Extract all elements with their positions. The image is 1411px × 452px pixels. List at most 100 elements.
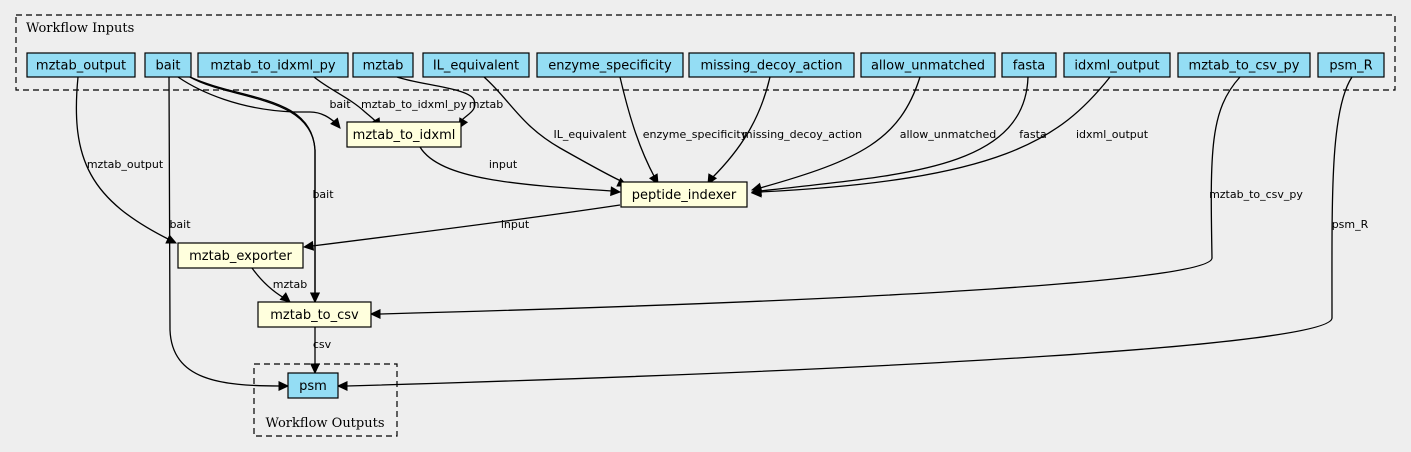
edge-mztab-to-mztab_to_idxml: mztab bbox=[396, 76, 504, 130]
node-box bbox=[422, 52, 530, 78]
workflow-inputs-cluster: Workflow Inputs bbox=[15, 14, 1396, 91]
edge-line bbox=[619, 76, 656, 179]
edge-label: enzyme_specificity bbox=[643, 128, 748, 141]
edge-label: mztab bbox=[273, 278, 308, 291]
node-box bbox=[352, 52, 414, 78]
node-label: mztab_to_idxml_py bbox=[210, 59, 335, 74]
node-label: mztab_to_idxml bbox=[353, 128, 456, 143]
node-box bbox=[287, 372, 339, 399]
input-node-mztab_output[interactable]: mztab_output bbox=[26, 52, 136, 78]
node-box bbox=[346, 121, 462, 148]
input-node-bait[interactable]: bait bbox=[144, 52, 192, 78]
node-label: missing_decoy_action bbox=[701, 59, 843, 74]
edge-line bbox=[483, 76, 624, 183]
arrowhead-icon bbox=[610, 186, 622, 197]
edge-line bbox=[189, 76, 316, 294]
arrowhead-icon bbox=[310, 363, 320, 375]
edge-line bbox=[177, 76, 338, 125]
input-node-psm_R[interactable]: psm_R bbox=[1317, 52, 1385, 78]
node-label: bait bbox=[156, 59, 181, 74]
edge-bait-to-psm: bait bbox=[168, 76, 290, 391]
node-box bbox=[620, 181, 748, 208]
edge-label: mztab_to_csv_py bbox=[1209, 188, 1303, 201]
node-box bbox=[144, 52, 192, 78]
node-box bbox=[688, 52, 855, 78]
edge-label: csv bbox=[313, 338, 332, 351]
node-label: psm bbox=[299, 379, 327, 394]
step-node-peptide_indexer[interactable]: peptide_indexer bbox=[620, 181, 748, 208]
edge-line bbox=[311, 204, 621, 247]
edge-mztab_to_csv-to-psm: csv bbox=[310, 327, 332, 375]
edge-line bbox=[711, 76, 771, 179]
edge-line bbox=[419, 146, 613, 192]
workflow-inputs-label: Workflow Inputs bbox=[26, 21, 134, 36]
node-box bbox=[1063, 52, 1171, 78]
edge-peptide_indexer-to-mztab_exporter: input bbox=[302, 204, 621, 251]
output-node-psm[interactable]: psm bbox=[287, 372, 339, 399]
step-node-mztab_to_idxml[interactable]: mztab_to_idxml bbox=[346, 121, 462, 148]
node-box bbox=[860, 52, 996, 78]
edge-mztab_to_csv_py-to-mztab_to_csv: mztab_to_csv_py bbox=[369, 76, 1303, 319]
node-box bbox=[26, 52, 136, 78]
edge-allow_unmatched-to-peptide_indexer: allow_unmatched bbox=[750, 76, 997, 193]
input-node-mztab_to_csv_py[interactable]: mztab_to_csv_py bbox=[1177, 52, 1311, 78]
input-node-missing_decoy_action[interactable]: missing_decoy_action bbox=[688, 52, 855, 78]
edge-line bbox=[346, 76, 1353, 387]
edge-label: psm_R bbox=[1332, 218, 1369, 231]
input-node-mztab[interactable]: mztab bbox=[352, 52, 414, 78]
step-node-mztab_to_csv[interactable]: mztab_to_csv bbox=[257, 301, 372, 328]
input-node-allow_unmatched[interactable]: allow_unmatched bbox=[860, 52, 996, 78]
edge-psm_R-to-psm: psm_R bbox=[336, 76, 1369, 391]
node-box bbox=[1001, 52, 1057, 78]
input-node-IL_equivalent[interactable]: IL_equivalent bbox=[422, 52, 530, 78]
node-label: allow_unmatched bbox=[871, 59, 985, 74]
arrowhead-icon bbox=[302, 240, 315, 251]
input-node-enzyme_specificity[interactable]: enzyme_specificity bbox=[536, 52, 684, 78]
node-box bbox=[257, 301, 372, 328]
edge-label: missing_decoy_action bbox=[742, 128, 862, 141]
edge-mztab_exporter-to-mztab_to_csv: mztab bbox=[251, 267, 308, 303]
edge-label: bait bbox=[169, 218, 191, 231]
edge-label: allow_unmatched bbox=[900, 128, 997, 141]
node-label: mztab_to_csv bbox=[270, 308, 359, 323]
edge-line bbox=[251, 267, 285, 299]
node-box bbox=[197, 52, 349, 78]
edge-bait-to-mztab_to_csv: bait bbox=[189, 76, 334, 304]
edge-label: bait bbox=[329, 98, 351, 111]
edge-line bbox=[759, 76, 1111, 193]
edge-IL_equivalent-to-peptide_indexer: IL_equivalent bbox=[483, 76, 629, 187]
edge-label: mztab_to_idxml_py bbox=[361, 98, 467, 111]
node-label: mztab_to_csv_py bbox=[1189, 59, 1300, 74]
edge-label: fasta bbox=[1019, 128, 1046, 141]
edge-missing_decoy_action-to-peptide_indexer: missing_decoy_action bbox=[707, 76, 862, 186]
arrowhead-icon bbox=[278, 381, 290, 391]
node-label: mztab bbox=[363, 59, 404, 74]
input-node-fasta[interactable]: fasta bbox=[1001, 52, 1057, 78]
arrowhead-icon bbox=[310, 292, 320, 304]
edge-label: IL_equivalent bbox=[553, 128, 627, 141]
node-box bbox=[1317, 52, 1385, 78]
node-label: fasta bbox=[1013, 59, 1045, 74]
node-label: mztab_output bbox=[36, 59, 126, 74]
edge-line bbox=[759, 76, 1029, 192]
edge-label: input bbox=[489, 158, 518, 171]
edge-label: bait bbox=[312, 188, 334, 201]
node-label: IL_equivalent bbox=[433, 59, 519, 74]
workflow-outputs-label: Workflow Outputs bbox=[266, 416, 385, 431]
node-box bbox=[177, 242, 304, 269]
step-node-mztab_exporter[interactable]: mztab_exporter bbox=[177, 242, 304, 269]
node-label: enzyme_specificity bbox=[548, 59, 672, 74]
edge-mztab_output-to-mztab_exporter: mztab_output bbox=[75, 76, 178, 244]
edge-line bbox=[396, 76, 476, 121]
input-node-mztab_to_idxml_py[interactable]: mztab_to_idxml_py bbox=[197, 52, 349, 78]
edge-label: mztab_output bbox=[87, 158, 164, 171]
edge-line bbox=[379, 76, 1241, 315]
edge-bait-to-mztab_to_idxml: bait bbox=[177, 76, 351, 129]
input-node-idxml_output[interactable]: idxml_output bbox=[1063, 52, 1171, 78]
edge-label: mztab bbox=[469, 98, 504, 111]
node-label: mztab_exporter bbox=[189, 249, 292, 264]
edge-mztab_to_idxml-to-peptide_indexer: input bbox=[419, 146, 622, 197]
node-label: idxml_output bbox=[1074, 59, 1159, 74]
